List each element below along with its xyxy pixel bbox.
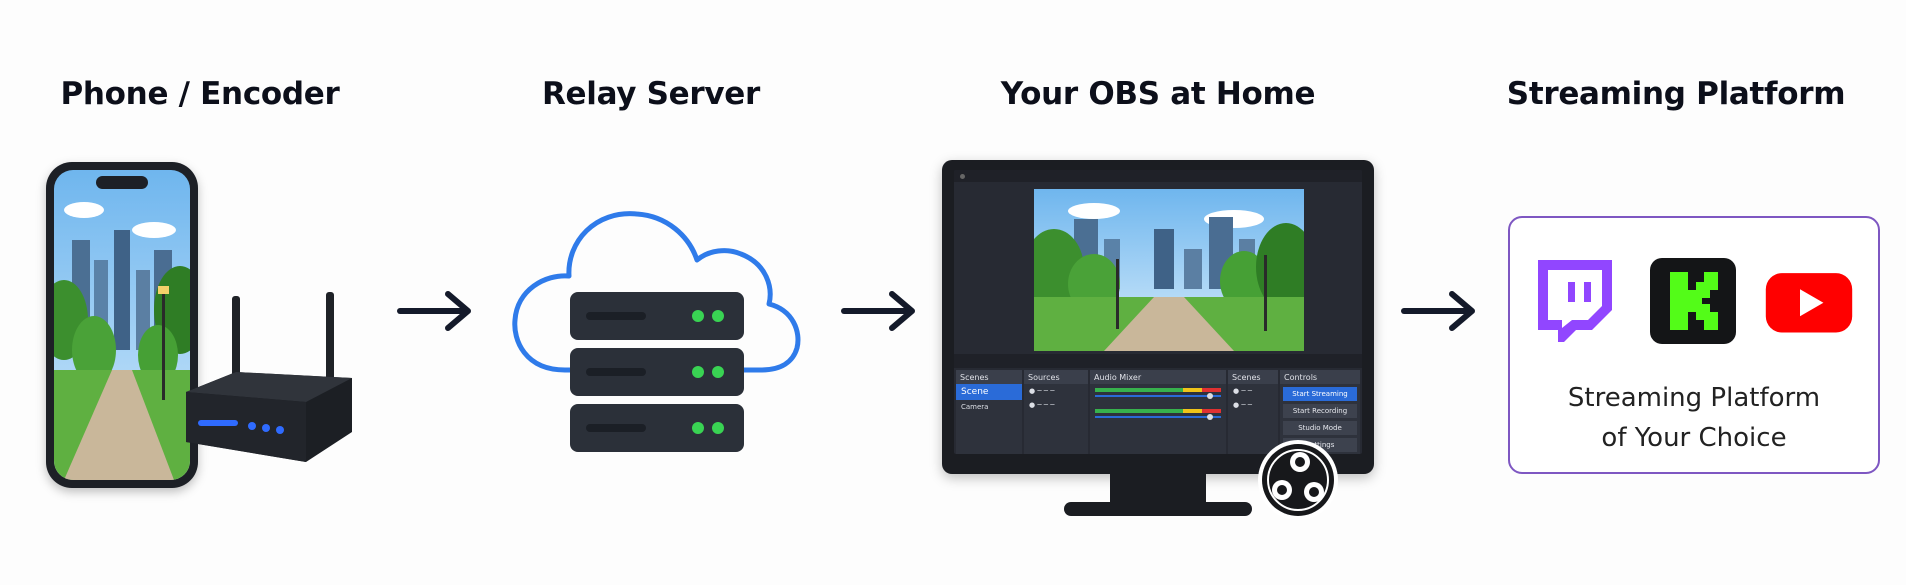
arrow-encoder-to-relay-icon [397,291,471,331]
phone-screen [54,170,190,480]
transition-item[interactable]: ● ─ ─ [1233,387,1252,395]
arrow-relay-to-obs-icon [841,291,915,331]
scene-item-camera[interactable]: Camera [961,403,989,411]
obs-preview-park-scene-icon [1034,189,1304,351]
controls-dock-title: Controls [1280,370,1360,384]
mixer-channel [1095,388,1221,399]
obs-docks: Scenes Scene Camera Sources ● ─ ─ ─ ● ─ … [954,370,1362,454]
studio-mode-button[interactable]: Studio Mode [1283,421,1357,435]
obs-status-bar [954,354,1362,368]
stage-title-relay: Relay Server [541,76,761,112]
start-streaming-button[interactable]: Start Streaming [1283,387,1357,401]
source-item[interactable]: ● ─ ─ ─ [1029,401,1055,409]
obs-logo-icon [1258,440,1338,520]
mixer-volume-slider[interactable] [1095,414,1221,420]
mixer-channel [1095,409,1221,420]
monitor-icon: Scenes Scene Camera Sources ● ─ ─ ─ ● ─ … [942,160,1374,474]
stage-title-obs: Your OBS at Home [1000,76,1316,112]
router-icon [186,292,352,462]
scene-transitions-dock-title: Scenes [1228,370,1278,384]
transition-item[interactable]: ● ─ ─ [1233,401,1252,409]
scene-transitions-dock: Scenes ● ─ ─ ● ─ ─ [1228,370,1278,454]
audio-mixer-dock: Audio Mixer [1090,370,1226,454]
phone-notch [96,176,148,189]
scene-item-scene[interactable]: Scene [956,384,1022,400]
phone-icon [46,162,198,488]
twitch-icon [1538,260,1612,342]
cloud-icon [512,211,801,373]
sources-dock: Sources ● ─ ─ ─ ● ─ ─ ─ [1024,370,1088,454]
park-scene-icon [54,170,190,480]
server-icon [570,292,744,452]
kick-icon [1650,258,1736,344]
monitor-stand-base [1064,502,1252,516]
stage-title-platform: Streaming Platform [1506,76,1846,112]
obs-titlebar [954,170,1362,182]
audio-mixer-dock-title: Audio Mixer [1090,370,1226,384]
obs-preview [1034,189,1304,351]
youtube-icon [1765,273,1853,333]
arrow-obs-to-platform-icon [1401,291,1475,331]
obs-window: Scenes Scene Camera Sources ● ─ ─ ─ ● ─ … [954,170,1362,454]
platform-box: Streaming Platform of Your Choice [1508,216,1880,474]
source-item[interactable]: ● ─ ─ ─ [1029,387,1055,395]
start-recording-button[interactable]: Start Recording [1283,404,1357,418]
sources-dock-title: Sources [1024,370,1088,384]
scenes-dock-title: Scenes [956,370,1022,384]
platform-caption-line2: of Your Choice [1601,423,1787,453]
platform-caption-line1: Streaming Platform [1567,383,1821,413]
mixer-meter [1095,388,1221,392]
stage-title-encoder: Phone / Encoder [60,76,340,112]
scenes-dock: Scenes Scene Camera [956,370,1022,454]
mixer-volume-slider[interactable] [1095,393,1221,399]
mixer-meter [1095,409,1221,413]
